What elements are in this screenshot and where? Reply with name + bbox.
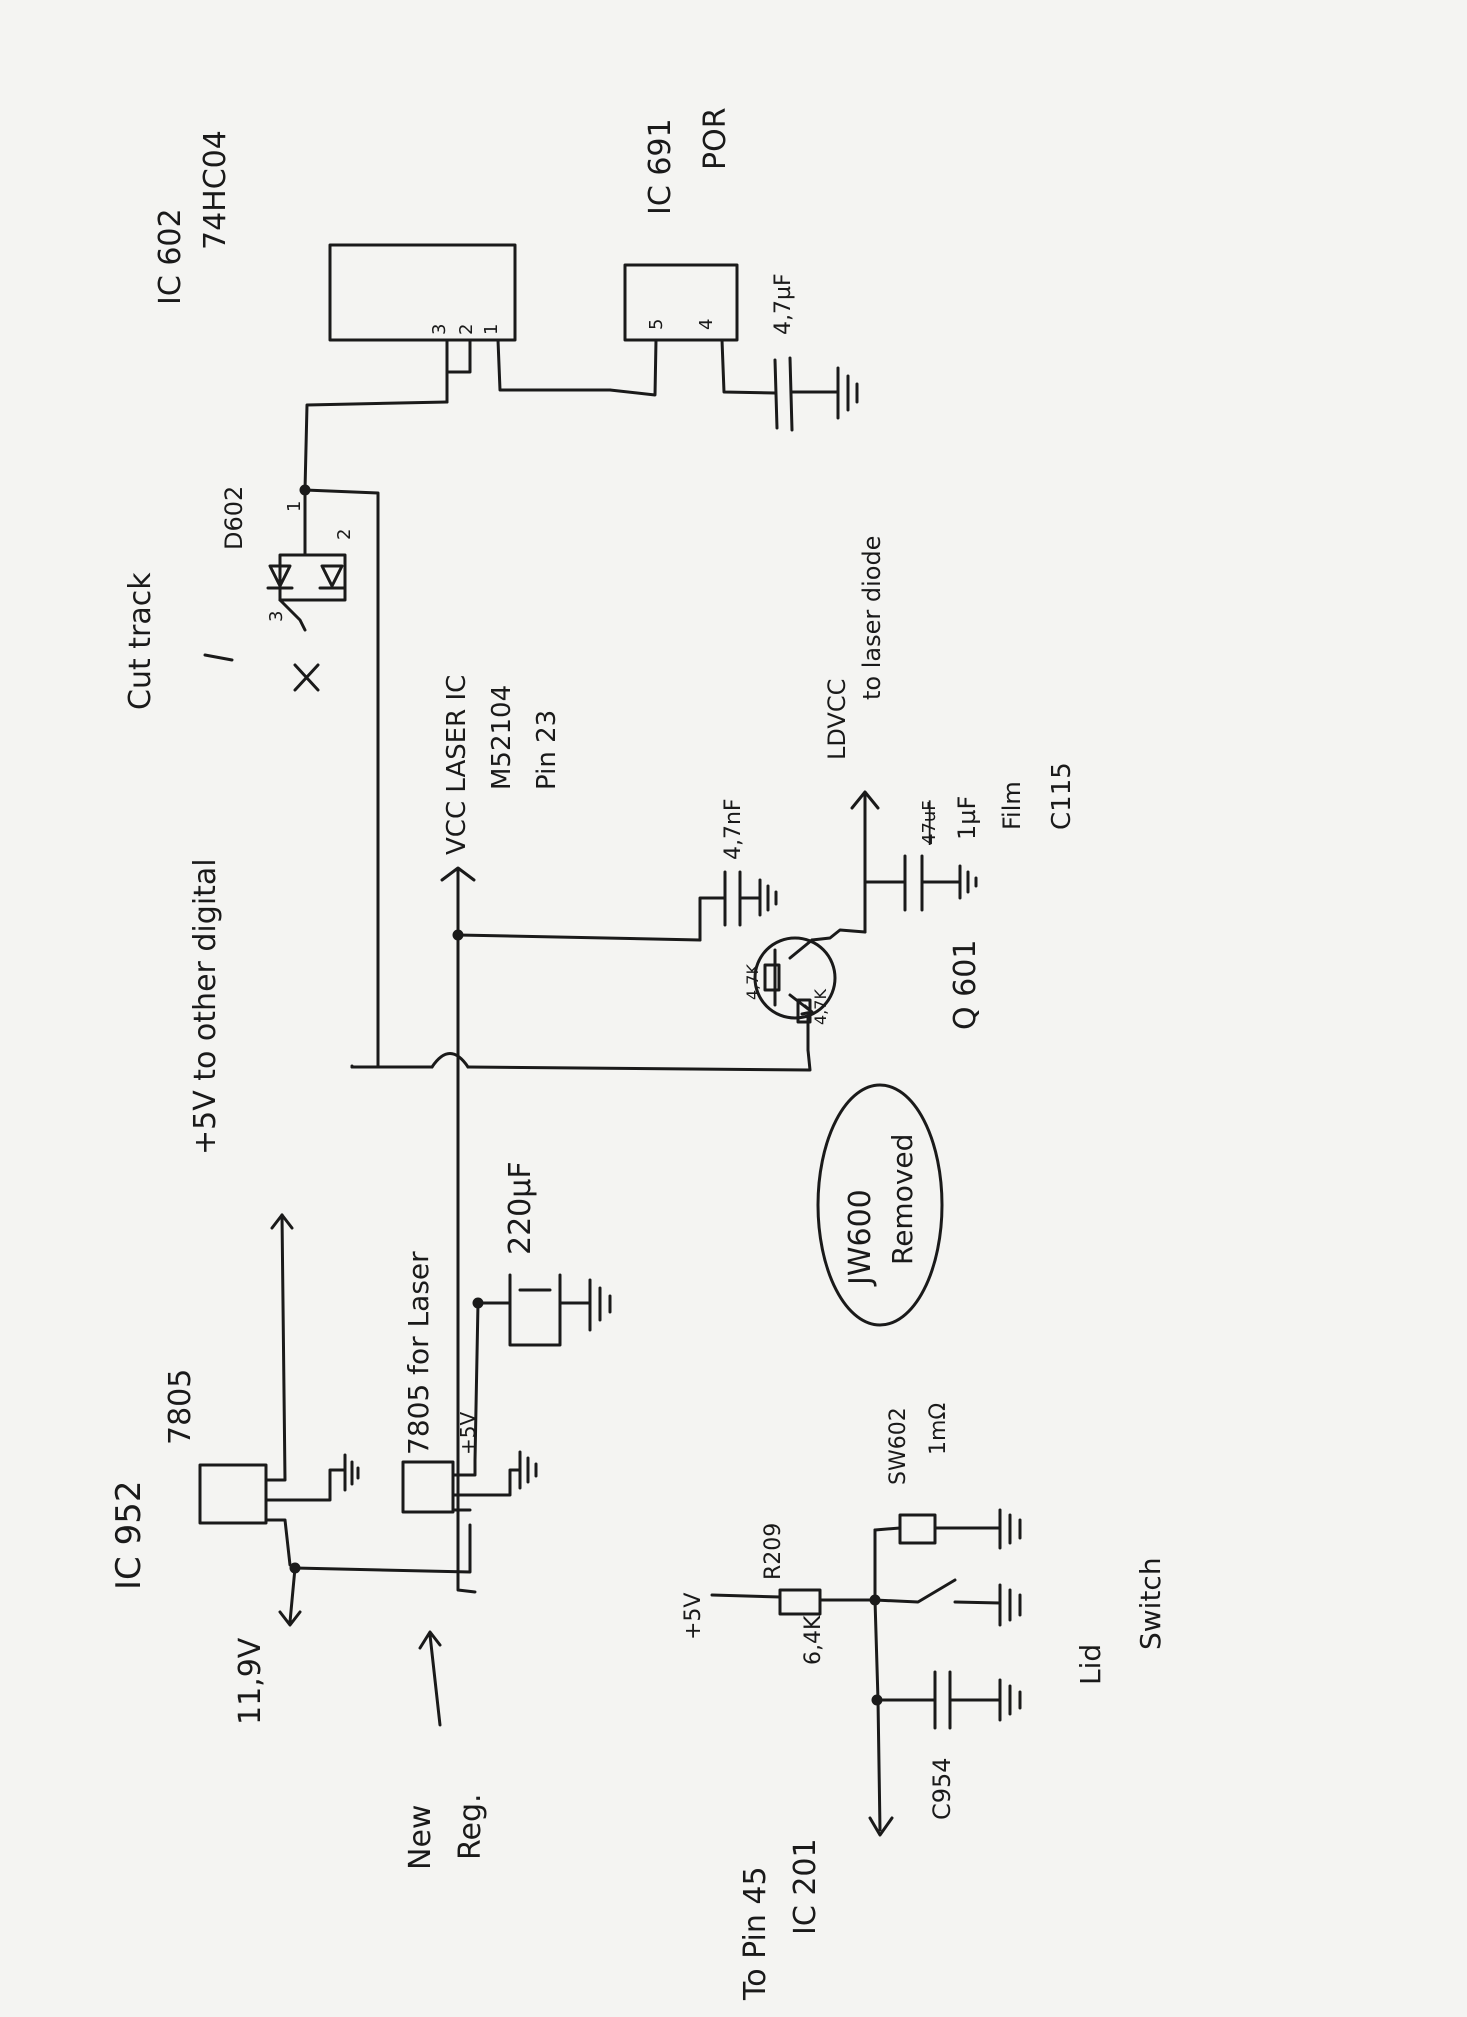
- label-plus5-other: +5V to other digital: [188, 858, 223, 1155]
- label-res-47k-b: 4,7K: [811, 989, 830, 1025]
- q601-resistor-1: [763, 963, 781, 992]
- reg-7805-laser-box: [401, 1460, 455, 1514]
- label-pin23: Pin 23: [532, 710, 562, 790]
- ic691-pin4-wire: [720, 338, 777, 395]
- cap-1uf: [863, 854, 978, 912]
- cap-47nf: [698, 870, 778, 942]
- d602-pin3-lead: [278, 598, 307, 632]
- r209-resistor: [778, 1588, 822, 1616]
- d602-body: [278, 488, 347, 602]
- sw602-resistor: [898, 1513, 937, 1545]
- label-d602-pin1: 1: [284, 501, 305, 512]
- q601-resistor-2: [796, 998, 812, 1024]
- d602-to-long-wire: [303, 488, 380, 1069]
- label-d602: D602: [220, 486, 248, 550]
- label-cap-47uf-strike: 47uF: [919, 800, 940, 845]
- sw602-gnd: [998, 1508, 1022, 1550]
- label-ic602-pin1: 1: [481, 324, 502, 335]
- lid-switch-contact: [873, 1578, 1022, 1627]
- label-res-47k-a: 4,7K: [743, 964, 762, 1000]
- label-plus5-small: +5V: [456, 1412, 480, 1455]
- label-plus5-r209: +5V: [681, 1593, 706, 1640]
- ldvcc-arrow: [850, 790, 880, 810]
- lower-horizontal-wire: [376, 1048, 812, 1072]
- label-r209-val: 6,4K: [801, 1615, 826, 1665]
- label-ic691-pin5: 5: [646, 319, 667, 330]
- label-reg: Reg.: [453, 1793, 488, 1860]
- label-d602-pin2: 2: [334, 529, 355, 540]
- label-sw602-val: 1mΩ: [926, 1403, 951, 1455]
- d602-diode-2: [318, 564, 346, 590]
- label-cap-47uf-top: 4,7µF: [771, 273, 796, 335]
- vcc-to-q601: [456, 933, 702, 942]
- cap-47uf-top-gnd: [790, 366, 859, 420]
- jw600-ellipse: [816, 1083, 944, 1327]
- label-cap-47nf: 4,7nF: [721, 798, 746, 860]
- vcc-arrow: [440, 866, 476, 882]
- label-ic602-pin3: 3: [429, 324, 450, 335]
- label-ic691-part: POR: [698, 107, 733, 170]
- label-reg-7805-laser: 7805 for Laser: [402, 1251, 435, 1455]
- cap-47uf-top-plates: [773, 356, 794, 432]
- label-new: New: [403, 1805, 438, 1870]
- ic691-pin5-wire: [608, 338, 658, 397]
- q601-body: [753, 936, 837, 1020]
- cut-mark-x: [293, 663, 320, 692]
- label-c954: C954: [928, 1757, 956, 1820]
- label-v119: 11,9V: [233, 1637, 268, 1725]
- cap-c954: [875, 1670, 1022, 1730]
- label-m52104: M52104: [487, 685, 517, 790]
- label-vcc-laser: VCC LASER IC: [442, 675, 472, 855]
- sw602-branch: [873, 1526, 1002, 1532]
- label-sw602: SW602: [886, 1407, 911, 1485]
- reg-7805-laser-leads: [451, 1301, 538, 1512]
- ic602-box: [328, 243, 517, 342]
- label-c115: C115: [1047, 762, 1077, 830]
- label-reg-7805: 7805: [163, 1369, 198, 1445]
- label-ic691-name: IC 691: [643, 118, 678, 215]
- ic952-box: [198, 1463, 268, 1525]
- label-removed: Removed: [886, 1134, 919, 1265]
- label-ldvcc: LDVCC: [823, 679, 851, 760]
- cut-track-pointer: [203, 653, 234, 662]
- label-d602-pin3: 3: [266, 611, 287, 622]
- q601-collector: [810, 928, 867, 942]
- label-film: Film: [998, 781, 1026, 830]
- label-jw600: JW600: [843, 1189, 878, 1287]
- ic952-leads: [264, 1213, 360, 1567]
- label-switch: Switch: [1134, 1557, 1167, 1650]
- ic602-pin1-lead: [496, 338, 612, 392]
- label-ic691-pin4: 4: [696, 319, 717, 330]
- cap-220uf: [476, 1273, 612, 1347]
- label-ic602-part: 74HC04: [198, 130, 233, 250]
- label-to-pin45: To Pin 45: [738, 1866, 773, 2001]
- label-to-laser-diode: to laser diode: [858, 536, 886, 700]
- vcc-rail: [456, 868, 477, 1594]
- q601-internals: [773, 938, 814, 1016]
- ic602-to-node-wire: [303, 400, 449, 492]
- label-cap-220uf: 220µF: [503, 1161, 538, 1255]
- ic691-box: [623, 263, 739, 342]
- other-digital-arrow: [270, 1213, 294, 1230]
- label-lid: Lid: [1074, 1644, 1107, 1685]
- crossover-hop: [430, 1052, 470, 1069]
- label-q601: Q 601: [948, 940, 983, 1030]
- new-reg-arrow: [418, 1630, 442, 1727]
- label-ic602-name: IC 602: [153, 208, 188, 305]
- to-pin45-arrow: [868, 1816, 894, 1837]
- label-ic201: IC 201: [788, 1838, 823, 1935]
- label-ic952: IC 952: [109, 1481, 149, 1590]
- label-cut-track: Cut track: [123, 572, 158, 710]
- label-r209: R209: [761, 1523, 786, 1580]
- label-cap-1uf: 1µF: [953, 796, 981, 840]
- r209-wire: [710, 1593, 877, 1602]
- label-ic602-pin2: 2: [456, 324, 477, 335]
- lid-node-vertical: [873, 1528, 882, 1832]
- d602-diode-1: [266, 564, 294, 590]
- ic602-pin2-lead: [445, 338, 472, 404]
- input-wire: [278, 1523, 472, 1627]
